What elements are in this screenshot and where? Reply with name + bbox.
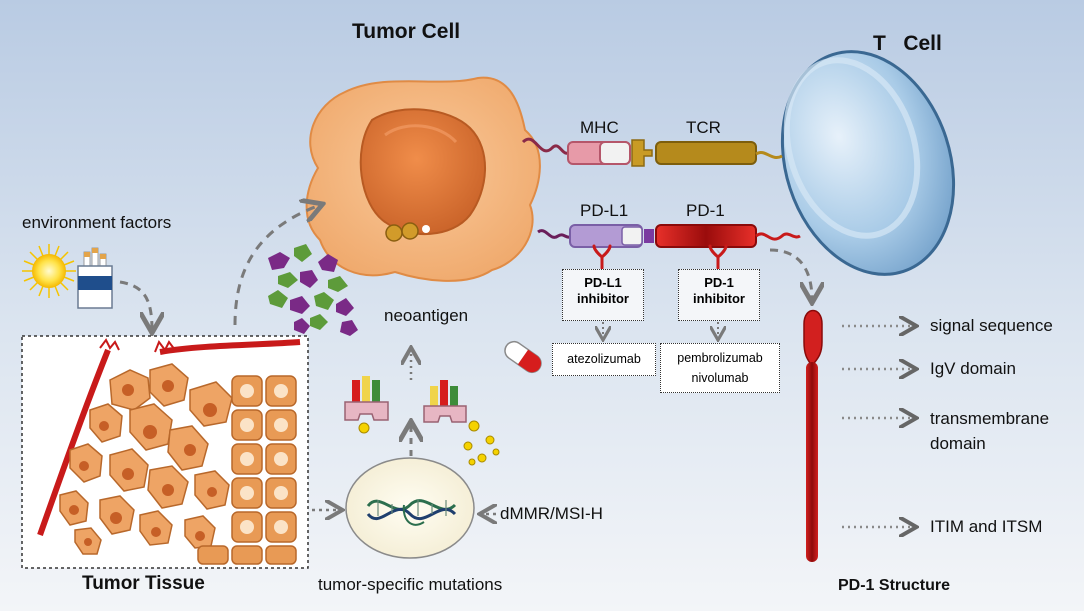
pdl1-antibody-icon [592,244,612,270]
transmembrane-label-line1: transmembrane [930,409,1050,428]
tumor-cell-title: Tumor Cell [352,20,461,43]
neoantigen-particles [268,244,358,336]
t-cell [780,50,956,276]
pd1-domain-pointers [842,326,914,527]
tcr-molecule [655,141,757,165]
pembrolizumab-label: pembrolizumab [677,351,763,365]
pd1-drugs-box: pembrolizumab nivolumab [660,343,780,393]
igv-domain-label: IgV domain [930,359,1016,378]
mhc-label: MHC [580,118,619,137]
tumor-cell [305,76,541,282]
antigen-presentation-right [423,380,467,423]
pd1-inhibitor-line1: PD-1 [704,275,734,290]
mutation-particles [463,420,500,466]
nucleus [359,108,487,236]
pdl1-pd1-complex [537,224,801,270]
signal-sequence-label: signal sequence [930,316,1053,335]
tumor-tissue [21,335,309,569]
dmmr-msih-label: dMMR/MSI-H [500,504,603,523]
pd1-inhibitor-line2: inhibitor [693,291,745,306]
pill-icon [504,340,542,374]
pdl1-inhibitor-line2: inhibitor [577,291,629,306]
atezolizumab-box: atezolizumab [552,343,656,376]
pd1-structure-molecule [803,309,823,562]
itim-itsm-label: ITIM and ITSM [930,517,1043,536]
antigen-presentation-left [344,376,389,434]
nivolumab-label: nivolumab [691,371,749,385]
mhc-tcr-complex [521,137,783,167]
pdl1-inhibitor-box: PD-L1 inhibitor [562,269,644,321]
tcr-label: TCR [686,118,721,137]
environment-factors-label: environment factors [22,213,172,232]
pd1-structure-title: PD-1 Structure [838,577,951,594]
pd1-label: PD-1 [686,201,725,220]
pdl1-inhibitor-line1: PD-L1 [584,275,622,290]
tumor-tissue-title: Tumor Tissue [82,573,205,594]
sun-icon [22,244,76,298]
transmembrane-label-line2: domain [930,434,986,453]
pd1-inhibitor-box: PD-1 inhibitor [678,269,760,321]
atezolizumab-label: atezolizumab [567,352,641,366]
pdl1-label: PD-L1 [580,201,629,220]
mutation-nucleus [345,457,475,559]
pd1-antibody-icon [708,244,728,270]
pd1-molecule [655,224,757,248]
cigarette-pack-icon [77,247,113,309]
neoantigen-label: neoantigen [384,306,469,325]
t-cell-title: T Cell [873,32,942,55]
tumor-specific-mutations-label: tumor-specific mutations [318,575,503,594]
